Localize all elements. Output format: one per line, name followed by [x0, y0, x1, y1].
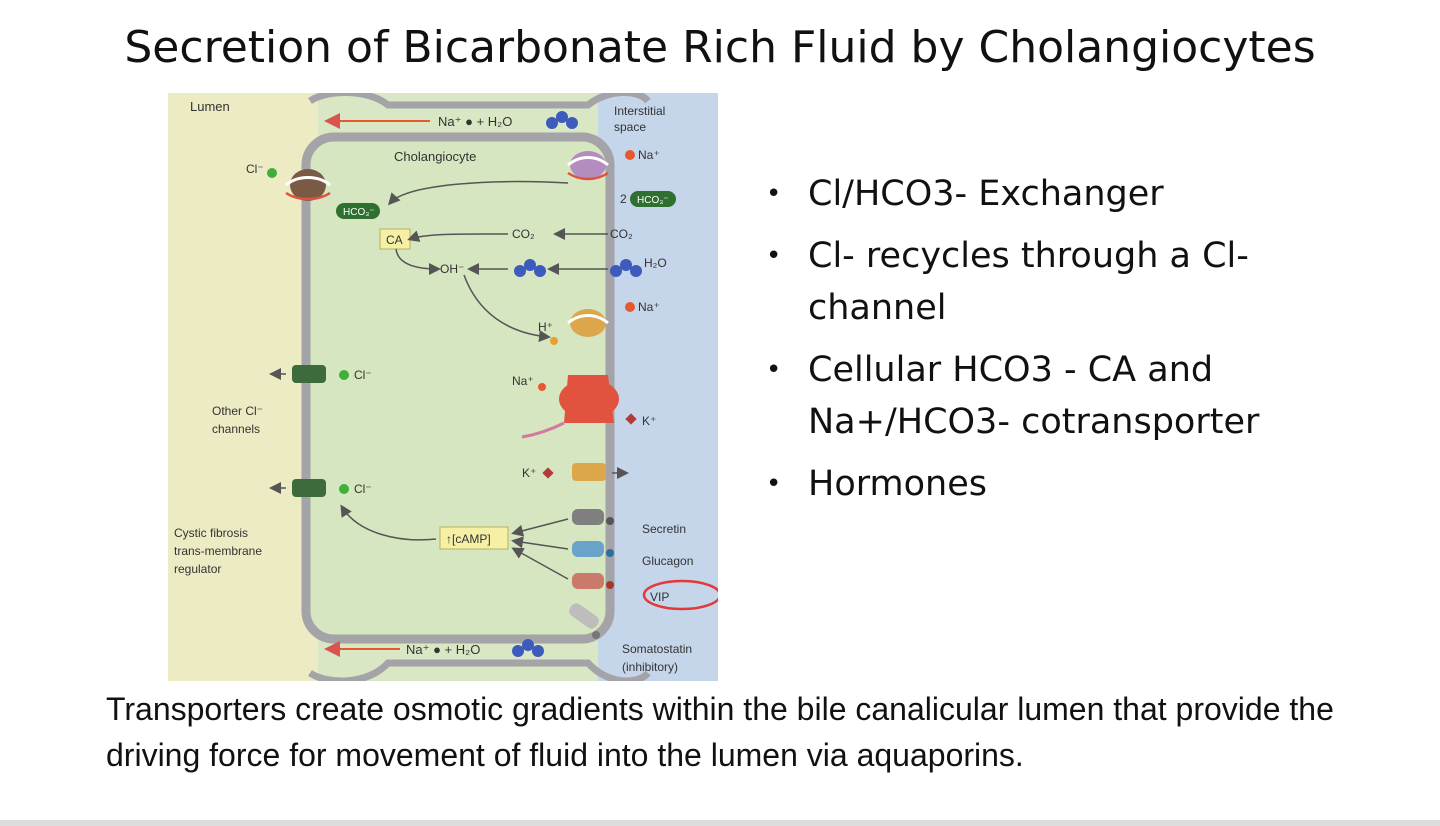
bullet-text: Cellular HCO3 - CA and Na+/HCO3- cotrans… [808, 350, 1260, 442]
top-junction [308, 93, 651, 109]
bullet-item: • Cl- recycles through a Cl- channel [762, 230, 1282, 334]
cl-channel-2-label: Cl⁻ [354, 482, 372, 496]
oh-label: OH⁻ [440, 262, 464, 276]
secretin-label: Secretin [642, 522, 686, 536]
other-cl-channel [292, 365, 326, 383]
na-hco3-cotransporter [567, 151, 609, 181]
bottom-na-water-label: Na⁺ ● + H₂O [406, 642, 480, 657]
na-h-exchanger [567, 309, 609, 337]
vip-receptor [572, 573, 614, 589]
cl-hco3-exchanger [285, 169, 331, 201]
na-pump-label: Na⁺ [512, 374, 534, 388]
glucagon-receptor [572, 541, 614, 557]
secretin-receptor [572, 509, 614, 525]
other-cl-label-1: Other Cl⁻ [212, 404, 263, 418]
bullet-dot-icon: • [766, 179, 782, 209]
bullet-list: • Cl/HCO3- Exchanger • Cl- recycles throug… [762, 168, 1282, 520]
somatostatin-label-2: (inhibitory) [622, 660, 678, 674]
bullet-dot-icon: • [766, 469, 782, 499]
cftr-label-1: Cystic fibrosis [174, 526, 248, 540]
chloride-dot-top [267, 168, 277, 178]
bullet-dot-icon: • [766, 241, 782, 271]
somatostatin-receptor [569, 603, 600, 639]
vip-annotation-circle [642, 579, 718, 611]
bullet-item: • Cellular HCO3 - CA and Na+/HCO3- cotran… [762, 344, 1282, 448]
water-icon-top [546, 111, 578, 129]
cftr-label-2: trans-membrane [174, 544, 262, 558]
bullet-text: Cl/HCO3- Exchanger [808, 174, 1164, 214]
sodium-dot-top-right [625, 150, 635, 160]
bullet-item: • Cl/HCO3- Exchanger [762, 168, 1282, 220]
k-pump-label: K⁺ [642, 414, 656, 428]
two-label: 2 [620, 192, 627, 206]
bottom-bar [0, 820, 1440, 826]
cftr-label-3: regulator [174, 562, 221, 576]
proton-dot [550, 337, 558, 345]
camp-box: ↑[cAMP] [439, 526, 509, 550]
bullet-text: Cl- recycles through a Cl- channel [808, 236, 1249, 328]
bullet-item: • Hormones [762, 458, 1282, 510]
na-top-right-label: Na⁺ [638, 148, 660, 162]
co2-inner-label: CO₂ [512, 227, 535, 241]
hco3-pill-right: HCO₃⁻ [630, 191, 676, 207]
top-na-water-label: Na⁺ ● + H₂O [438, 114, 512, 129]
interstitial-label-1: Interstitial [614, 104, 665, 118]
na-mid-right-label: Na⁺ [638, 300, 660, 314]
cholangiocyte-label: Cholangiocyte [394, 149, 476, 164]
somatostatin-label-1: Somatostatin [622, 642, 692, 656]
ca-box: CA [379, 228, 411, 250]
bullet-dot-icon: • [766, 355, 782, 385]
k-channel [572, 463, 606, 481]
svg-text:HCO₃⁻: HCO₃⁻ [343, 207, 375, 218]
slide-caption: Transporters create osmotic gradients wi… [106, 691, 1334, 773]
water-icon-mid [514, 259, 546, 277]
cl-channel-1-label: Cl⁻ [354, 368, 372, 382]
h2o-right-label: H₂O [644, 256, 667, 270]
water-icon-bottom [512, 639, 544, 657]
svg-text:HCO₃⁻: HCO₃⁻ [637, 195, 669, 206]
glucagon-label: Glucagon [642, 554, 693, 568]
slide-title: Secretion of Bicarbonate Rich Fluid by C… [124, 22, 1316, 73]
co2-outer-label: CO₂ [610, 227, 633, 241]
bottom-junction [308, 659, 651, 681]
sodium-dot-mid-right [625, 302, 635, 312]
water-icon-right [610, 259, 642, 277]
cholangiocyte-diagram: Na⁺ ● + H₂O Lumen Interstitial space Cho… [168, 93, 718, 681]
cftr-channel [292, 479, 326, 497]
na-k-pump [559, 375, 619, 423]
vip-label: VIP [650, 590, 669, 604]
other-cl-label-2: channels [212, 422, 260, 436]
bullet-text: Hormones [808, 464, 987, 504]
h-plus-label: H⁺ [538, 320, 553, 334]
svg-text:↑[cAMP]: ↑[cAMP] [446, 532, 491, 546]
lumen-label: Lumen [190, 99, 230, 114]
k-channel-label: K⁺ [522, 466, 536, 480]
hco3-pill-left: HCO₃⁻ [336, 203, 380, 219]
interstitial-label-2: space [614, 120, 646, 134]
svg-text:CA: CA [386, 233, 403, 247]
cl-top-label: Cl⁻ [246, 162, 264, 176]
